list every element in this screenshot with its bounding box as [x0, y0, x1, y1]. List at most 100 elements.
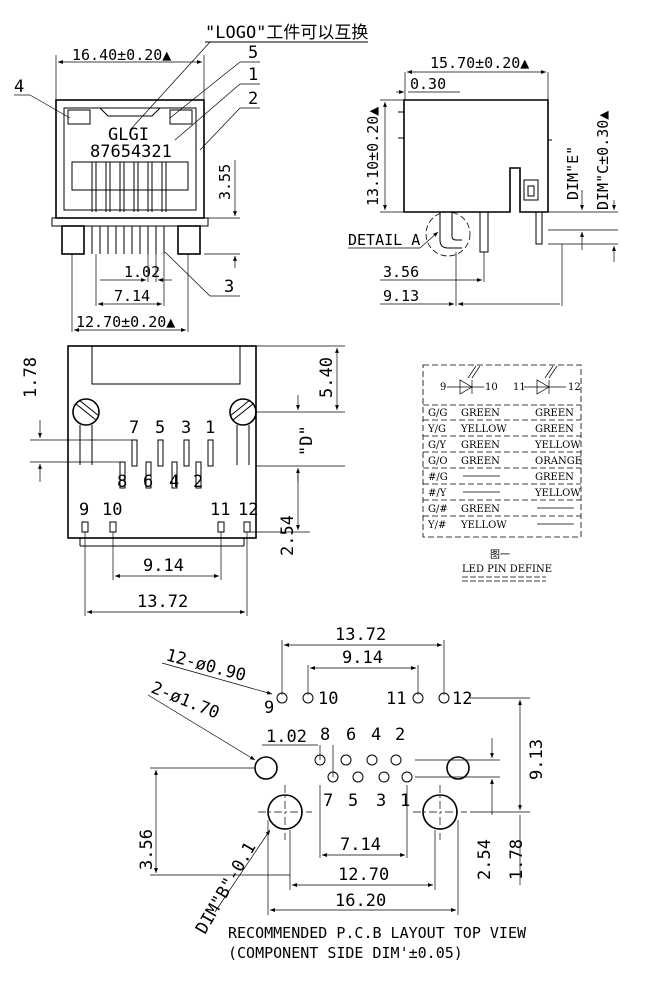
led-row-7-left: YELLOW — [460, 520, 507, 531]
front-width-label: 16.40±0.20▲ — [72, 46, 171, 64]
pcb-led-mount-left — [254, 756, 278, 780]
pitch-1-02: 1.02 — [124, 263, 160, 281]
pcb-dim-9-14: 9.14 — [342, 648, 383, 668]
bottom-led-pins — [81, 521, 251, 533]
led-row-7-code: Y/# — [427, 520, 446, 531]
pcb-pin-11: 11 — [386, 689, 406, 709]
dim-d-label: "D" — [297, 425, 317, 456]
pcb-dim-1-02: 1.02 — [266, 727, 307, 747]
side-housing — [403, 99, 549, 213]
led-row-4-right: GREEN — [535, 472, 574, 483]
pcb-pin-4: 4 — [371, 725, 381, 745]
large-hole-note: 2-ø1.70 — [148, 678, 222, 723]
bottom-pin-6: 6 — [143, 472, 153, 492]
front-pin-row: 87654321 — [90, 142, 172, 162]
led-row-2-code: G/Y — [428, 440, 446, 451]
bottom-dim-5-40: 5.40 — [317, 357, 337, 398]
callout-4: 4 — [14, 77, 24, 97]
led-caption-cn: 图一 — [490, 549, 510, 561]
pcb-dim-16-20: 16.20 — [335, 891, 386, 911]
bottom-pin-5: 5 — [155, 418, 165, 438]
pcb-dim-13-72: 13.72 — [335, 625, 386, 645]
bottom-dim-1-78: 1.78 — [21, 357, 41, 398]
pcb-led-mount-right — [446, 756, 470, 780]
bottom-dim-9-14: 9.14 — [143, 556, 184, 576]
pcb-subtitle: (COMPONENT SIDE DIM'±0.05) — [228, 944, 463, 962]
led-row-3-left: GREEN — [461, 456, 500, 467]
side-dim-3-56: 3.56 — [383, 263, 419, 281]
bottom-pin-1: 1 — [205, 418, 215, 438]
led-row-0-right: GREEN — [535, 408, 574, 419]
pcb-dim-3-56: 3.56 — [137, 829, 157, 870]
led-row-3-right: ORANGE — [535, 456, 582, 467]
bottom-dim-2-54: 2.54 — [278, 515, 298, 556]
pcb-pin-10: 10 — [318, 689, 338, 709]
pcb-dim-12-70: 12.70 — [338, 865, 389, 885]
side-view: 15.70±0.20▲ 0.30 DETAIL A 13.10±0.20▲ DI… — [348, 54, 618, 306]
led-symbol-right — [524, 365, 566, 395]
pcb-pin-2: 2 — [395, 725, 405, 745]
led-row-5-code: #/Y — [428, 488, 447, 499]
pcb-dim-7-14: 7.14 — [340, 835, 381, 855]
bottom-pin-2: 2 — [193, 472, 203, 492]
led-window-right — [169, 109, 193, 125]
bottom-pin-10: 10 — [102, 500, 122, 520]
bottom-view: 7 5 3 1 8 6 4 2 9 10 11 12 1.78 5.40 "D"… — [21, 345, 345, 616]
pitch-7-14: 7.14 — [114, 287, 150, 305]
front-view: "LOGO"工件可以互换 16.40±0.20▲ GLGI 87654321 — [14, 23, 368, 332]
led-row-0-code: G/G — [428, 408, 447, 419]
led-caption: LED PIN DEFINE — [462, 564, 552, 575]
pcb-pin-12: 12 — [452, 689, 472, 709]
bottom-pin-3: 3 — [181, 418, 191, 438]
logo-note: "LOGO"工件可以互换 — [205, 23, 368, 43]
pcb-pin-6: 6 — [346, 725, 356, 745]
small-hole-note: 12-ø0.90 — [164, 646, 248, 687]
contact-fingers — [91, 162, 167, 212]
dim-e-label: DIM"E" — [564, 146, 582, 200]
front-logo-text: GLGI — [108, 125, 149, 145]
led-row-3-code: G/O — [428, 456, 448, 467]
pcb-dim-2-54: 2.54 — [475, 839, 495, 880]
led-row-2-right: YELLOW — [534, 440, 581, 451]
callout-5: 5 — [248, 43, 258, 63]
pcb-pin-3: 3 — [376, 791, 386, 811]
pcb-dim-9-13: 9.13 — [527, 739, 547, 780]
detail-a-label: DETAIL A — [348, 231, 420, 249]
led-row-6-code: G/# — [428, 504, 448, 515]
bottom-pin-4: 4 — [169, 472, 179, 492]
led-symbol-left — [447, 365, 484, 395]
led-header-9: 9 — [440, 382, 446, 393]
led-window-left — [67, 109, 91, 125]
pitch-12-70: 12.70±0.20▲ — [76, 313, 175, 331]
led-pin-table: 9 10 11 12 G/G GREEN GREEN Y/G YELLOW — [422, 364, 582, 582]
side-width-label: 15.70±0.20▲ — [430, 54, 529, 72]
led-header-12: 12 — [568, 382, 581, 393]
pcb-pin-8: 8 — [320, 725, 330, 745]
led-header-10: 10 — [485, 382, 498, 393]
led-row-5-right: YELLOW — [534, 488, 581, 499]
pcb-pin-7: 7 — [323, 791, 333, 811]
callout-1: 1 — [248, 65, 258, 85]
pcb-dim-1-78: 1.78 — [507, 839, 527, 880]
front-height-label: 3.55 — [216, 164, 234, 200]
bottom-dim-13-72: 13.72 — [137, 592, 188, 612]
bottom-pin-7: 7 — [129, 418, 139, 438]
led-row-0-left: GREEN — [461, 408, 500, 419]
dim-b-label: DIM"B"-0.1 — [192, 839, 261, 938]
led-row-1-right: GREEN — [535, 424, 574, 435]
pcb-signal-holes — [314, 754, 413, 783]
bottom-pin-8: 8 — [117, 472, 127, 492]
led-row-2-left: GREEN — [461, 440, 500, 451]
pcb-pin-9: 9 — [264, 698, 274, 718]
detail-a-circle — [425, 211, 471, 257]
bottom-signal-pins — [119, 439, 214, 489]
bottom-pin-12: 12 — [238, 500, 258, 520]
callout-3: 3 — [224, 277, 234, 297]
side-offset-label: 0.30 — [410, 75, 446, 93]
led-header-11: 11 — [513, 382, 526, 393]
pcb-led-holes — [276, 692, 450, 704]
led-row-1-code: Y/G — [427, 424, 446, 435]
led-row-6-left: GREEN — [461, 504, 500, 515]
led-row-1-left: YELLOW — [460, 424, 507, 435]
